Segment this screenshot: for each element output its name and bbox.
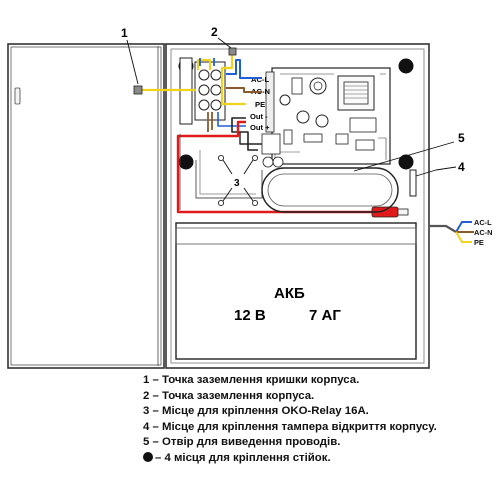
ground-point-icon bbox=[228, 47, 237, 56]
legend-number: 2 bbox=[143, 389, 150, 402]
capacitor-icon bbox=[313, 81, 323, 91]
cable-slot bbox=[261, 167, 399, 213]
legend-item: 3 – Місце для кріплення OKO-Relay 16A. bbox=[143, 404, 493, 420]
capacitor-icon bbox=[279, 94, 291, 106]
tamper-mount: 4 bbox=[409, 160, 465, 197]
terminal-out-minus-label: Out - bbox=[250, 112, 268, 121]
battery-voltage: 12 В bbox=[234, 307, 266, 324]
callout-2: 2 bbox=[211, 25, 218, 39]
legend-item: 4 – Місце для кріплення тампера відкритт… bbox=[143, 420, 493, 436]
legend-number: 4 bbox=[143, 420, 150, 433]
callout-4: 4 bbox=[458, 160, 465, 174]
cable-pe-label: PE bbox=[474, 238, 484, 247]
battery: АКБ 12 В 7 АГ bbox=[175, 222, 417, 360]
enclosure-diagram: AC-L AC-N PE Out - Out + bbox=[7, 25, 492, 369]
psu-board bbox=[261, 67, 391, 168]
wire-battery-red bbox=[176, 120, 372, 214]
legend-text: Точка заземлення кришки корпуса. bbox=[162, 374, 360, 386]
relay-mount-hole bbox=[251, 154, 259, 162]
wire-n bbox=[226, 87, 262, 93]
battery-connector bbox=[371, 206, 409, 218]
terminal-out-plus-label: Out + bbox=[250, 123, 270, 132]
cable-ac-l-label: AC-L bbox=[474, 218, 492, 227]
cable-ac-n-label: AC-N bbox=[474, 228, 492, 237]
battery-capacity: 7 АГ bbox=[309, 307, 341, 324]
legend-text: Точка заземлення корпуса. bbox=[162, 389, 315, 402]
battery-name: АКБ bbox=[274, 285, 305, 302]
callout-5: 5 bbox=[458, 131, 465, 145]
wire-pe-body bbox=[220, 54, 246, 106]
legend-item: 2 – Точка заземлення корпуса. bbox=[143, 389, 493, 405]
mount-hole-icon bbox=[398, 154, 414, 170]
lid-handle bbox=[14, 87, 21, 105]
capacitor-icon bbox=[315, 114, 329, 128]
legend-text: 4 місця для кріплення стійок. bbox=[164, 451, 331, 464]
callouts: 1 2 5 bbox=[121, 25, 465, 172]
legend: 1 – Точка заземлення кришки корпуса. 2 –… bbox=[143, 373, 493, 467]
wire-l bbox=[226, 59, 262, 79]
relay-mount-hole bbox=[251, 199, 259, 207]
legend-item: 1 – Точка заземлення кришки корпуса. bbox=[143, 373, 493, 389]
callout-1: 1 bbox=[121, 26, 128, 40]
legend-text: Отвір для виведення проводів. bbox=[162, 436, 341, 449]
capacitor-icon bbox=[296, 110, 310, 124]
ground-point-icon bbox=[133, 85, 143, 95]
legend-item: 5 – Отвір для виведення проводів. bbox=[143, 435, 493, 451]
relay-mount-hole bbox=[217, 154, 225, 162]
mount-hole-icon bbox=[143, 451, 153, 462]
mount-hole-icon bbox=[178, 154, 194, 170]
legend-item: – 4 місця для кріплення стійок. bbox=[143, 451, 493, 467]
legend-number: 1 bbox=[143, 374, 150, 386]
terminal-pe-label: PE bbox=[255, 100, 265, 109]
callout-3: 3 bbox=[234, 178, 240, 189]
enclosure-lid bbox=[7, 43, 165, 369]
wiring bbox=[141, 54, 372, 214]
legend-text: Місце для кріплення тампера відкриття ко… bbox=[162, 420, 437, 433]
relay-mount: 3 bbox=[217, 154, 259, 207]
mount-hole-icon bbox=[398, 58, 414, 74]
relay-mount-hole bbox=[217, 199, 225, 207]
legend-number: 5 bbox=[143, 436, 150, 449]
legend-text: Місце для кріплення OKO-Relay 16A. bbox=[162, 405, 369, 418]
transformer-icon bbox=[337, 75, 375, 111]
terminal-ac-l-label: AC-L bbox=[251, 75, 269, 84]
legend-number: 3 bbox=[143, 405, 150, 418]
capacitor-icon bbox=[309, 77, 327, 95]
external-cable: AC-L AC-N PE bbox=[429, 218, 492, 247]
